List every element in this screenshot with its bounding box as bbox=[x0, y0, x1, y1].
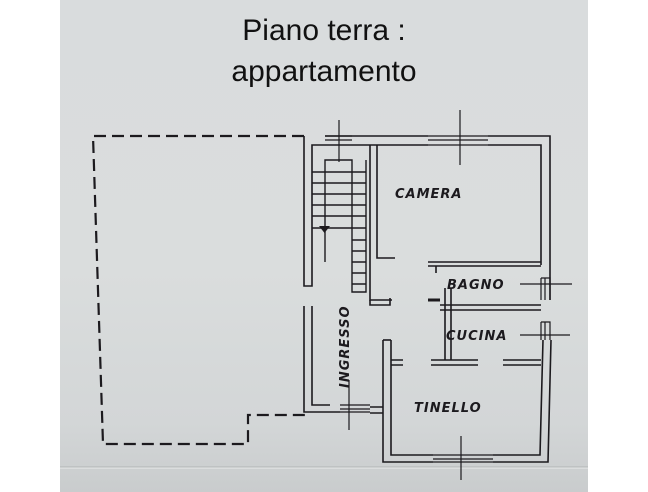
interior-walls bbox=[370, 261, 541, 414]
floor-plan-drawing: CAMERA BAGNO CUCINA TINELLO INGRESSO bbox=[91, 110, 572, 480]
room-label-bagno: BAGNO bbox=[447, 278, 505, 293]
section-marks bbox=[348, 110, 572, 480]
plan-title-line2: appartamento bbox=[231, 55, 417, 88]
room-label-cucina: CUCINA bbox=[446, 329, 507, 344]
plan-title-line1: Piano terra : bbox=[242, 14, 406, 47]
staircase bbox=[312, 120, 367, 293]
outdoor-area-outline bbox=[91, 134, 306, 446]
paper-fold bbox=[60, 466, 588, 469]
room-label-tinello: TINELLO bbox=[414, 401, 482, 416]
room-label-camera: CAMERA bbox=[395, 187, 463, 202]
paper-sheet: Piano terra : appartamento bbox=[60, 0, 588, 492]
exterior-walls bbox=[303, 135, 552, 463]
room-label-ingresso: INGRESSO bbox=[338, 305, 353, 388]
stair-direction-arrow-icon bbox=[319, 226, 330, 233]
